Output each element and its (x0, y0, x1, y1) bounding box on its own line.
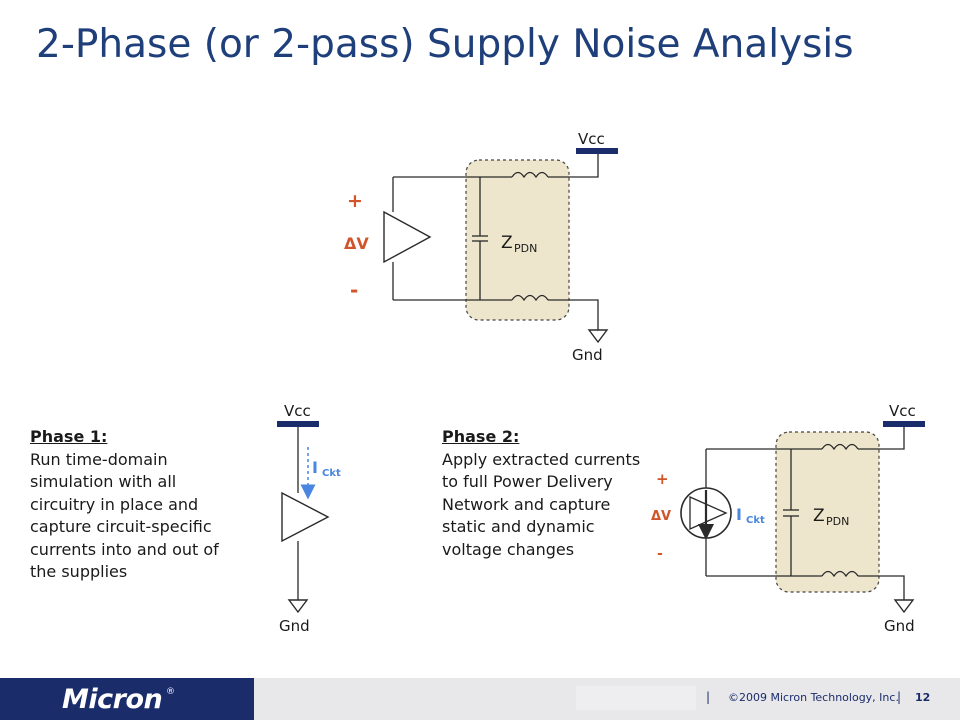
micron-logo: Micron (62, 684, 163, 715)
top-delta-v: ΔV (344, 234, 369, 253)
top-vcc-bar (576, 148, 618, 154)
circuit-diagrams: Vcc Gnd + ΔV - Z PDN Vcc Gnd I Ckt (277, 130, 925, 635)
top-gnd-symbol (587, 329, 609, 344)
phase2-z-label: Z (813, 506, 825, 526)
phase1-i-label: I (312, 458, 318, 477)
phase1-description: Phase 1: Run time-domain simulation with… (30, 426, 219, 584)
phase2-gnd-symbol (893, 599, 915, 614)
phase2-vcc-label: Vcc (889, 402, 916, 420)
footer-page-number: 12 (915, 691, 931, 704)
phase1-i-subscript: Ckt (322, 468, 341, 479)
phase2-pdn-box (775, 431, 880, 593)
phase2-source-triangle (689, 495, 728, 531)
phase2-line: to full Power Delivery (442, 472, 613, 491)
phase2-delta-v: ΔV (651, 509, 671, 524)
phase2-vcc-bar (883, 421, 925, 427)
phase1-line: the supplies (30, 562, 128, 581)
phase1-line: circuitry in place and (30, 494, 199, 514)
footer-blank-box (576, 686, 696, 710)
footer-separator: | (706, 690, 711, 704)
phase1-buffer-symbol (281, 491, 330, 543)
phase2-line: static and dynamic (442, 517, 595, 536)
top-z-subscript: PDN (514, 242, 537, 255)
phase2-i-label: I (736, 505, 742, 524)
phase2-line: voltage changes (442, 539, 575, 559)
phase1-vcc-label: Vcc (284, 402, 311, 420)
micron-logo-registered-mark: ® (166, 687, 175, 697)
phase2-circuit: Vcc Gnd + ΔV - I Ckt Z PDN (651, 402, 925, 635)
phase2-gnd-label: Gnd (884, 617, 915, 635)
phase1-circuit: Vcc Gnd I Ckt (277, 402, 341, 635)
top-circuit: Vcc Gnd + ΔV - Z PDN (344, 130, 618, 364)
top-buffer-symbol (383, 210, 432, 264)
phase1-line: Run time-domain (30, 449, 168, 469)
top-pdn-box (465, 159, 570, 321)
phase2-heading: Phase 2: (442, 427, 520, 446)
footer-separator: | (897, 690, 902, 704)
footer-copyright: ©2009 Micron Technology, Inc. (728, 691, 899, 704)
phase1-line: currents into and out of (30, 539, 219, 559)
slide-footer: Micron ® | ©2009 Micron Technology, Inc.… (0, 678, 960, 720)
top-minus-sign: - (350, 278, 358, 302)
phase1-line: capture circuit-specific (30, 517, 212, 536)
phase1-line: simulation with all (30, 472, 177, 491)
phase2-minus-sign: - (657, 546, 663, 562)
phase2-source-arrow-head (698, 524, 714, 540)
phase1-gnd-label: Gnd (279, 617, 310, 635)
phase2-plus-sign: + (656, 470, 669, 488)
slide-title: 2-Phase (or 2-pass) Supply Noise Analysi… (36, 22, 854, 67)
phase2-z-subscript: PDN (826, 515, 849, 528)
phase1-vcc-bar (277, 421, 319, 427)
phase2-i-subscript: Ckt (746, 515, 765, 526)
micron-logo-box: Micron ® (0, 678, 254, 720)
top-z-label: Z (501, 233, 513, 253)
phase1-heading: Phase 1: (30, 427, 108, 446)
top-plus-sign: + (347, 190, 363, 212)
phase1-gnd-symbol (287, 599, 309, 614)
phase2-line: Network and capture (442, 494, 611, 514)
top-gnd-label: Gnd (572, 346, 603, 364)
phase2-line: Apply extracted currents (442, 449, 641, 469)
top-vcc-label: Vcc (578, 130, 605, 148)
phase2-description: Phase 2: Apply extracted currents to ful… (442, 426, 640, 561)
